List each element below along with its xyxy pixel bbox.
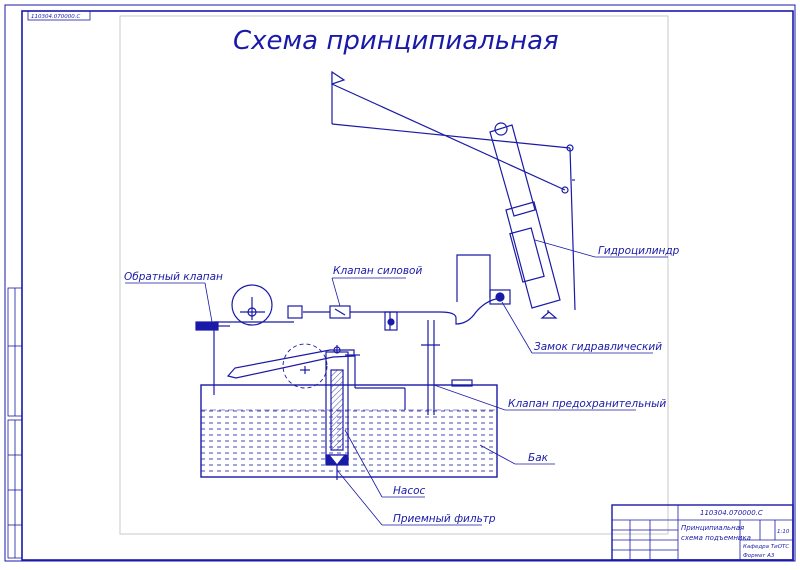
- title-block-code: 110304.070000.С: [700, 509, 763, 517]
- lift-frame: [331, 70, 576, 311]
- side-stamp: [7, 287, 23, 559]
- top-stamp-box: [27, 10, 91, 21]
- label-power-valve: Клапан силовой: [333, 265, 422, 277]
- leader-lines: [125, 239, 668, 526]
- hydro-cylinder: [489, 122, 561, 319]
- relief-valve: [384, 311, 398, 331]
- title-block-org: Кафедра ТиОТС: [743, 544, 789, 550]
- inner-frame: [21, 10, 794, 561]
- top-stamp: 110304.070000.С: [31, 14, 80, 20]
- label-check-valve: Обратный клапан: [124, 271, 223, 283]
- hydraulic-lock: [451, 254, 511, 387]
- hydraulic-lines: [213, 297, 505, 415]
- check-valve: [195, 321, 230, 331]
- title-block-name-1: Принципиальная: [681, 524, 744, 532]
- power-valve: [231, 284, 351, 326]
- tank: [200, 384, 498, 478]
- pump: [325, 345, 349, 480]
- drawing-title: Схема принципиальная: [233, 26, 559, 56]
- label-intake-filter: Приемный фильтр: [393, 513, 496, 525]
- title-block: [611, 504, 794, 561]
- drawing-area: [119, 15, 669, 535]
- title-block-name-2: схема подъемника: [681, 534, 751, 542]
- label-hydraulic-lock: Замок гидравлический: [534, 341, 662, 353]
- label-pump: Насос: [393, 485, 426, 497]
- label-relief-valve: Клапан предохранительный: [508, 398, 666, 410]
- outer-frame: [4, 4, 796, 562]
- label-hydro-cylinder: Гидроцилиндр: [598, 245, 680, 257]
- label-tank: Бак: [528, 452, 549, 464]
- title-block-format: Формат А3: [743, 553, 775, 559]
- foot-pedal: [226, 343, 360, 389]
- title-block-sheet: 1:10: [777, 529, 790, 535]
